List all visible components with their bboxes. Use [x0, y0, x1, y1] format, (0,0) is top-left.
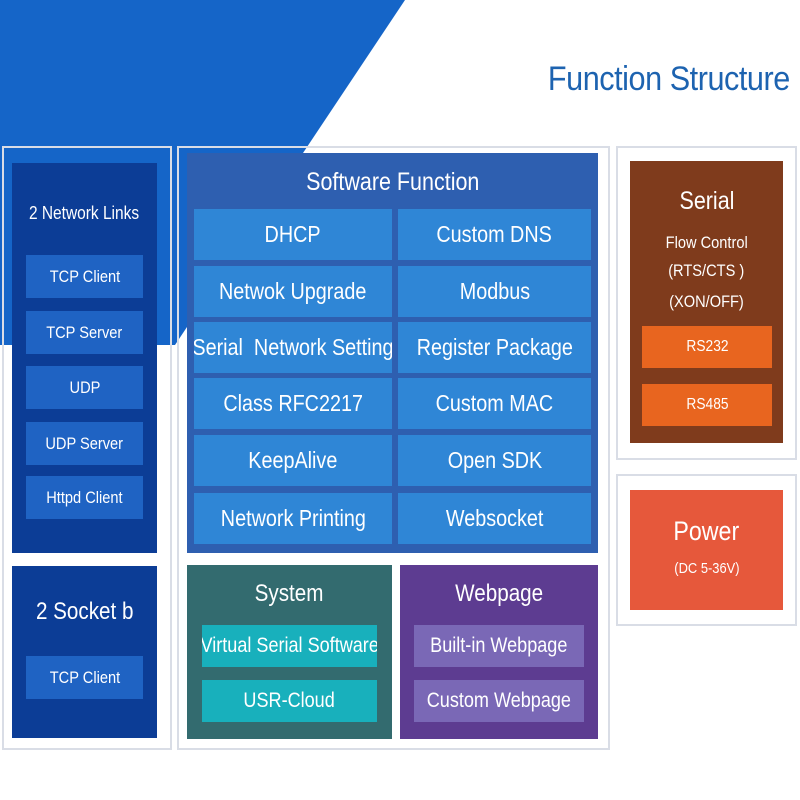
- sw-custom-dns: Custom DNS: [398, 209, 591, 260]
- system-usr-cloud: USR-Cloud: [202, 680, 377, 722]
- sw-keepalive: KeepAlive: [194, 435, 392, 486]
- system-virtual-serial-software: Virtual Serial Software: [202, 625, 377, 667]
- sw-serial-network-setting: Serial Network Setting: [194, 322, 392, 373]
- sw-dhcp: DHCP: [194, 209, 392, 260]
- serial-rts-cts: (RTS/CTS ): [668, 261, 745, 280]
- serial-xon-off: (XON/OFF): [669, 292, 744, 311]
- socket-b-panel: 2 Socket b TCP Client: [12, 566, 157, 738]
- serial-flow-control: Flow Control: [665, 233, 748, 252]
- socket-b-tcp-client: TCP Client: [26, 656, 143, 699]
- network-link-udp-server: UDP Server: [26, 422, 143, 465]
- sw-modbus: Modbus: [398, 266, 591, 317]
- network-link-udp: UDP: [26, 366, 143, 409]
- serial-frame: [616, 146, 797, 460]
- power-frame: [616, 474, 797, 626]
- page-title: Function Structure: [548, 60, 790, 98]
- left-column-frame: [2, 146, 172, 750]
- power-panel: Power (DC 5-36V): [630, 490, 783, 610]
- sw-network-upgrade: Netwok Upgrade: [194, 266, 392, 317]
- software-function-title: Software Function: [305, 168, 480, 196]
- socket-b-title: 2 Socket b: [35, 598, 134, 625]
- network-link-tcp-server: TCP Server: [26, 311, 143, 354]
- webpage-built-in: Built-in Webpage: [414, 625, 584, 667]
- network-link-httpd-client: Httpd Client: [26, 476, 143, 519]
- network-links-title: 2 Network Links: [29, 203, 140, 223]
- network-links-panel: 2 Network Links TCP Client TCP Server UD…: [12, 163, 157, 553]
- network-link-tcp-client: TCP Client: [26, 255, 143, 298]
- power-title: Power: [673, 516, 740, 546]
- sw-websocket: Websocket: [398, 493, 591, 544]
- webpage-panel: Webpage Built-in Webpage Custom Webpage: [400, 565, 598, 739]
- sw-class-rfc2217: Class RFC2217: [194, 378, 392, 429]
- webpage-title: Webpage: [455, 580, 543, 607]
- system-title: System: [255, 580, 324, 607]
- center-frame: [177, 146, 610, 750]
- serial-rs232: RS232: [642, 326, 772, 368]
- sw-custom-mac: Custom MAC: [398, 378, 591, 429]
- sw-register-package: Register Package: [398, 322, 591, 373]
- sw-network-printing: Network Printing: [194, 493, 392, 544]
- power-spec: (DC 5-36V): [673, 560, 740, 577]
- serial-title: Serial: [679, 187, 734, 215]
- serial-panel: Serial Flow Control (RTS/CTS ) (XON/OFF)…: [630, 161, 783, 443]
- sw-open-sdk: Open SDK: [398, 435, 591, 486]
- system-panel: System Virtual Serial Software USR-Cloud: [187, 565, 392, 739]
- webpage-custom: Custom Webpage: [414, 680, 584, 722]
- serial-rs485: RS485: [642, 384, 772, 426]
